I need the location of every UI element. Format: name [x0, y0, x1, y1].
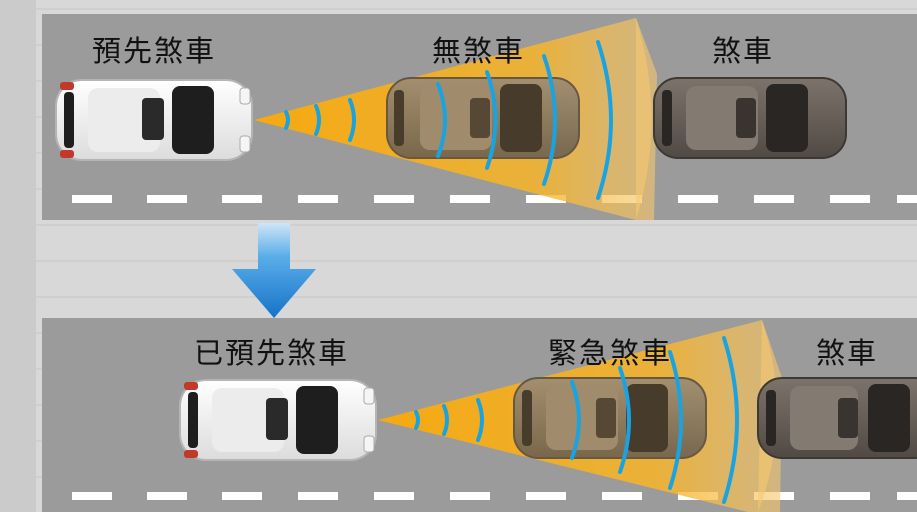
label-already-pre-braked: 已預先煞車: [194, 336, 350, 370]
lane-markings: [72, 195, 917, 203]
dark-suv-icon: [653, 77, 847, 159]
label-pre-braking: 預先煞車: [92, 34, 217, 68]
down-arrow-icon: [232, 223, 316, 318]
top-road-panel: 預先煞車 無煞車 煞車: [42, 14, 917, 220]
top-road-scene: [55, 18, 917, 220]
label-braking-bottom: 煞車: [816, 336, 879, 370]
sensor-waves: [414, 336, 739, 504]
dark-suv-icon: [757, 377, 917, 459]
label-braking-top: 煞車: [712, 34, 775, 68]
label-no-braking: 無煞車: [432, 34, 526, 68]
sensor-waves: [284, 40, 613, 200]
bottom-road-panel: 已預先煞車 緊急煞車 煞車: [42, 318, 917, 512]
brown-suv-icon: [513, 377, 707, 459]
white-suv-icon: [55, 79, 253, 161]
label-emergency-braking: 緊急煞車: [548, 336, 673, 370]
bottom-road-scene: [72, 320, 917, 512]
white-suv-icon: [179, 379, 377, 461]
sensor-beam-edge: [636, 18, 652, 220]
brown-suv-icon: [386, 77, 580, 159]
left-margin: [0, 0, 36, 512]
lane-markings: [72, 492, 917, 500]
